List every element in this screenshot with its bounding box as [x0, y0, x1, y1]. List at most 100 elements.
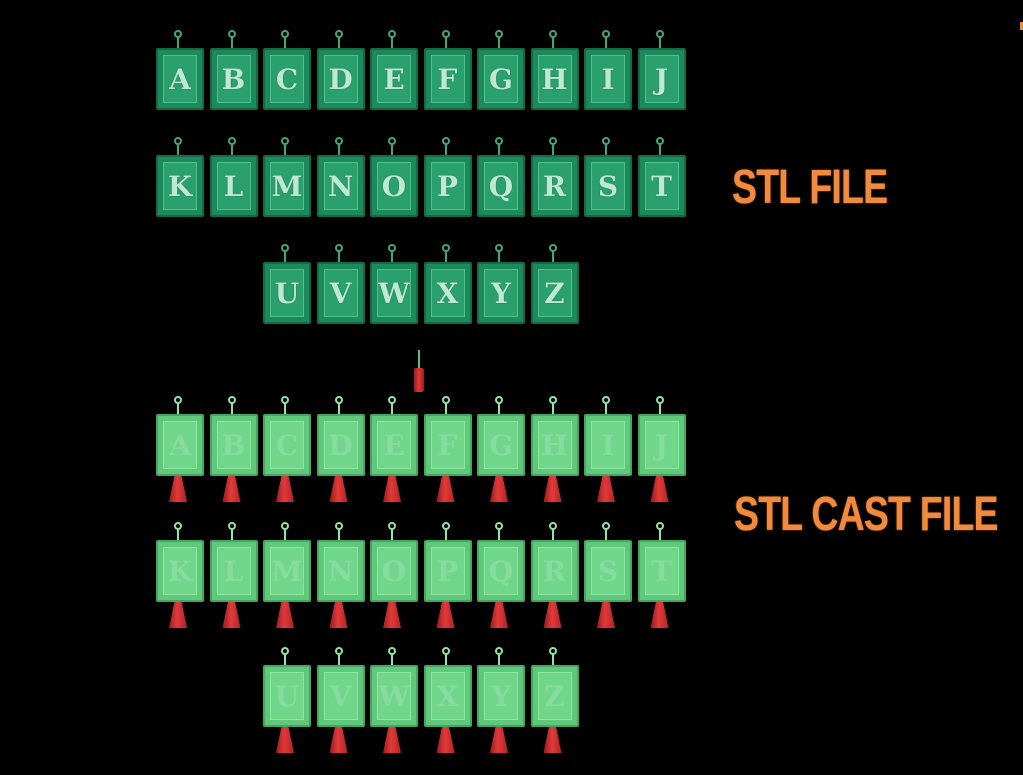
- pendant-letter: Y: [484, 672, 518, 720]
- pendant-letter: H: [537, 421, 572, 469]
- pendant-bail: [551, 529, 554, 541]
- casting-sprue-icon: [383, 727, 401, 753]
- pendant-bail: [658, 403, 661, 415]
- pendant-letter: Z: [537, 672, 572, 720]
- pendant-letter: C: [270, 55, 304, 103]
- pendant-bail: [551, 37, 554, 49]
- pendant-bail: [444, 144, 447, 156]
- letter-pendant-icon: T: [637, 540, 686, 602]
- pendant-bail: [337, 251, 340, 263]
- pendant-letter: B: [216, 55, 251, 103]
- casting-sprue-icon: [543, 476, 562, 502]
- pendant-letter: O: [377, 547, 411, 595]
- pendant-letter: P: [430, 547, 465, 595]
- casting-sprue-icon: [490, 727, 508, 753]
- pendant-bail: [337, 654, 340, 666]
- pendant-letter: K: [163, 162, 197, 210]
- letter-pendant-icon: Q: [477, 155, 525, 217]
- casting-sprue-icon: [597, 476, 615, 502]
- letter-pendant-icon: J: [637, 48, 686, 110]
- pendant-bail: [284, 654, 286, 666]
- letter-pendant-icon: H: [530, 414, 579, 476]
- pendant-bail: [551, 403, 554, 415]
- pendant-bail: [391, 529, 393, 541]
- stl-cast-file-label: STL CAST FILE: [734, 488, 999, 541]
- pendant-letter: V: [323, 672, 358, 720]
- letter-pendant-icon: L: [209, 155, 258, 217]
- letter-pendant-icon: L: [209, 540, 258, 602]
- pendant-bail: [284, 529, 286, 541]
- letter-pendant-icon: M: [263, 540, 311, 602]
- tool-body: [414, 368, 424, 392]
- pendant-bail: [498, 654, 500, 666]
- casting-sprue-icon: [276, 727, 294, 753]
- letter-pendant-icon: Y: [477, 262, 525, 324]
- pendant-bail: [605, 529, 607, 541]
- letter-pendant-icon: M: [263, 155, 311, 217]
- letter-pendant-icon: U: [263, 665, 311, 727]
- casting-sprue-icon: [329, 602, 348, 628]
- letter-pendant-icon: U: [263, 262, 311, 324]
- red-tool-icon: [412, 350, 426, 394]
- letter-pendant-icon: P: [423, 540, 472, 602]
- pendant-bail: [337, 403, 340, 415]
- pendant-letter: L: [216, 162, 251, 210]
- pendant-bail: [284, 403, 286, 415]
- letter-pendant-icon: Z: [530, 665, 579, 727]
- pendant-letter: N: [323, 547, 358, 595]
- pendant-bail: [498, 144, 500, 156]
- casting-sprue-icon: [329, 727, 348, 753]
- pendant-bail: [498, 529, 500, 541]
- pendant-letter: J: [644, 421, 679, 469]
- letter-pendant-icon: I: [584, 48, 632, 110]
- pendant-letter: D: [323, 55, 358, 103]
- pendant-bail: [391, 251, 393, 263]
- casting-sprue-icon: [490, 602, 508, 628]
- casting-sprue-icon: [222, 602, 241, 628]
- pendant-letter: M: [270, 162, 304, 210]
- pendant-bail: [658, 529, 661, 541]
- letter-pendant-icon: G: [477, 414, 525, 476]
- pendant-letter: Y: [484, 269, 518, 317]
- casting-sprue-icon: [597, 602, 615, 628]
- letter-pendant-icon: E: [370, 414, 418, 476]
- casting-sprue-icon: [222, 476, 241, 502]
- pendant-letter: C: [270, 421, 304, 469]
- pendant-letter: R: [537, 162, 572, 210]
- tool-wire: [418, 350, 420, 368]
- letter-pendant-icon: N: [316, 155, 365, 217]
- casting-sprue-icon: [436, 727, 455, 753]
- letter-pendant-icon: A: [156, 414, 204, 476]
- pendant-bail: [284, 144, 286, 156]
- pendant-bail: [230, 529, 233, 541]
- pendant-letter: T: [644, 547, 679, 595]
- pendant-letter: F: [430, 55, 465, 103]
- letter-pendant-icon: W: [370, 262, 418, 324]
- pendant-letter: S: [591, 162, 625, 210]
- pendant-letter: V: [323, 269, 358, 317]
- pendant-letter: B: [216, 421, 251, 469]
- letter-pendant-icon: X: [423, 665, 472, 727]
- casting-sprue-icon: [276, 476, 294, 502]
- pendant-letter: F: [430, 421, 465, 469]
- pendant-letter: D: [323, 421, 358, 469]
- pendant-letter: G: [484, 421, 518, 469]
- pendant-letter: S: [591, 547, 625, 595]
- casting-sprue-icon: [650, 602, 669, 628]
- casting-sprue-icon: [169, 602, 187, 628]
- pendant-bail: [337, 529, 340, 541]
- letter-pendant-icon: K: [156, 155, 204, 217]
- casting-sprue-icon: [383, 602, 401, 628]
- stl-file-label: STL FILE: [732, 161, 888, 214]
- pendant-bail: [284, 37, 286, 49]
- pendant-bail: [284, 251, 286, 263]
- casting-sprue-icon: [650, 476, 669, 502]
- pendant-letter: N: [323, 162, 358, 210]
- casting-sprue-icon: [276, 602, 294, 628]
- pendant-bail: [337, 144, 340, 156]
- pendant-bail: [498, 251, 500, 263]
- pendant-letter: U: [270, 269, 304, 317]
- casting-sprue-icon: [329, 476, 348, 502]
- letter-pendant-icon: V: [316, 262, 365, 324]
- letter-pendant-icon: A: [156, 48, 204, 110]
